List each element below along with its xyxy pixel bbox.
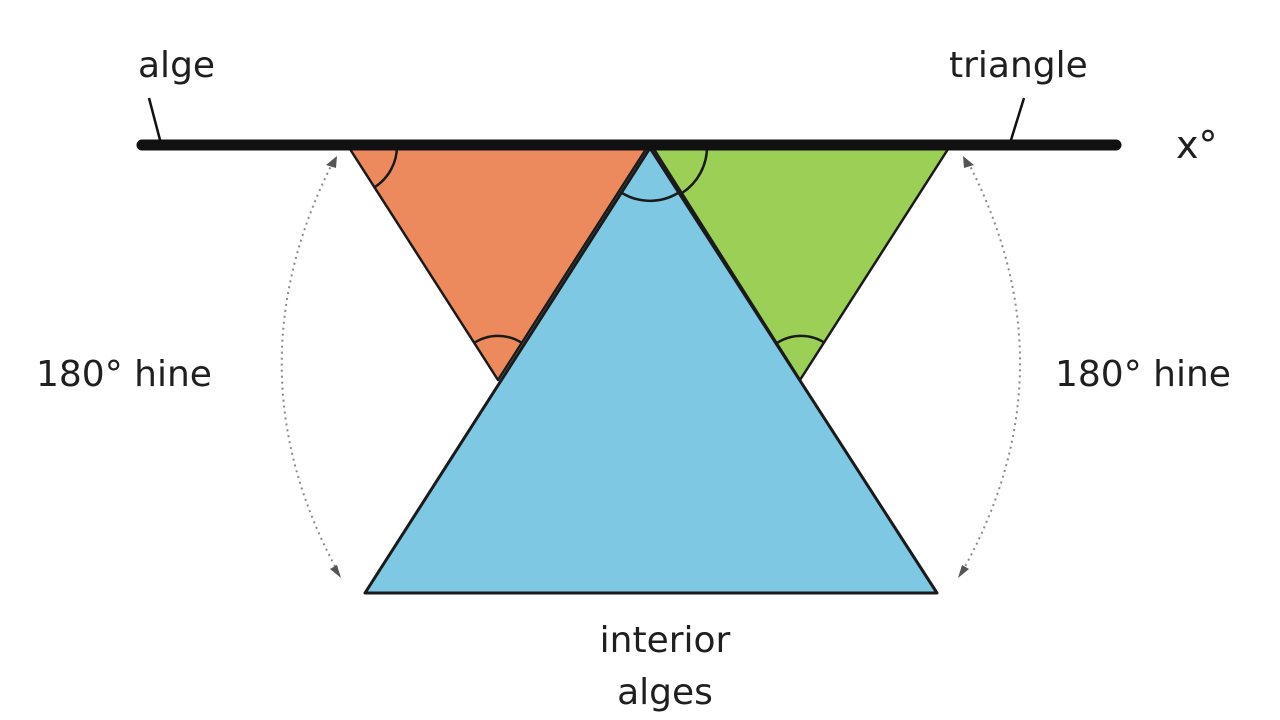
right-dotted-arrow [961, 161, 1021, 573]
right-180-hine-label: 180° hine [1055, 354, 1231, 395]
triangle-label: triangle [949, 45, 1088, 86]
left-180-hine-label: 180° hine [36, 354, 212, 395]
angle-arc-right-bottom [776, 334, 826, 345]
left-dotted-arrow [280, 161, 339, 573]
angle-arc-right-top [681, 145, 709, 195]
right-arrowhead-top [963, 156, 974, 168]
angle-arc-center-top [621, 191, 679, 203]
x-degree-label: x° [1176, 123, 1218, 167]
triangle-leader-line [1009, 97, 1026, 141]
center-triangle [363, 146, 939, 595]
interior-label: interior [599, 620, 731, 661]
angle-arc-left-bottom [473, 334, 523, 345]
left-arrowhead-bottom [330, 565, 341, 578]
alges-label: alges [617, 672, 713, 713]
alge-leader-line [147, 97, 162, 141]
left-arrowhead-top [326, 156, 337, 168]
alge-label: alge [138, 45, 216, 86]
right-arrowhead-bottom [958, 565, 969, 578]
